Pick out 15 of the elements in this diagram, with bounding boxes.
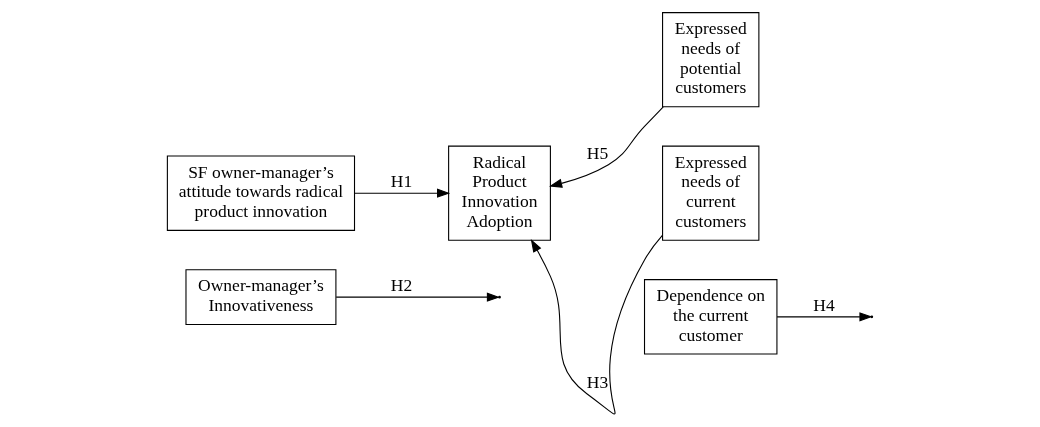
arrow <box>530 234 663 415</box>
node-box: SF owner-manager’s attitude towards radical product innovation <box>166 155 356 231</box>
node-box: Radical Product Innovation Adoption <box>448 145 551 241</box>
edge-label: H2 <box>390 275 413 296</box>
node-box: Dependence on the current customer <box>643 279 778 355</box>
node-box: Owner-manager’s Innovativeness <box>185 269 337 326</box>
edge-label: H5 <box>586 143 609 164</box>
edge-label: H1 <box>390 171 413 192</box>
node-box: Expressed needs of current customers <box>662 145 760 241</box>
arrow <box>335 292 500 302</box>
node-box: Expressed needs of potential customers <box>662 12 760 108</box>
arrow <box>549 106 664 188</box>
edge-label: H3 <box>586 371 609 392</box>
arrow <box>354 188 451 198</box>
edge-label: H4 <box>813 295 835 316</box>
